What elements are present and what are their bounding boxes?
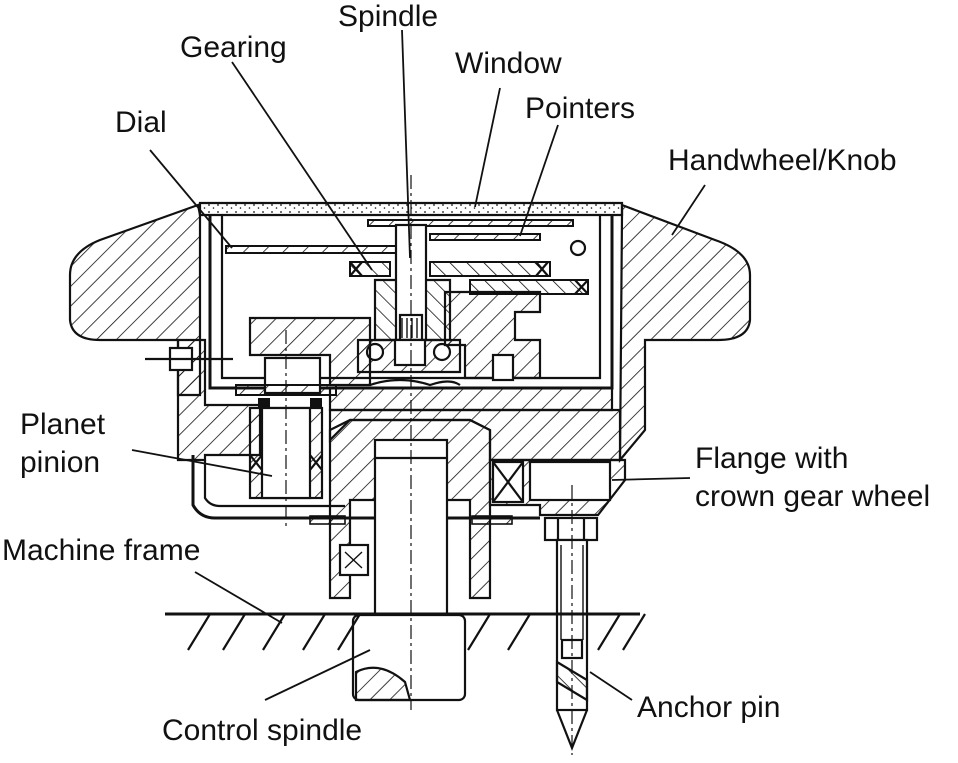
label-crown-gear: crown gear wheel <box>695 480 930 513</box>
gear-body-right <box>443 290 542 380</box>
label-flange: Flange with <box>695 442 848 475</box>
label-pinion: pinion <box>20 446 100 479</box>
label-gearing: Gearing <box>180 31 287 64</box>
base-plate <box>328 386 614 412</box>
set-screw <box>145 346 233 372</box>
handwheel-knob <box>68 203 752 464</box>
label-window: Window <box>455 47 562 80</box>
label-handwheel: Handwheel/Knob <box>668 144 897 177</box>
crown-gear-flange <box>488 458 627 517</box>
label-spindle: Spindle <box>338 0 438 33</box>
leader-lines <box>131 29 706 701</box>
label-dial: Dial <box>115 106 167 139</box>
label-pointers: Pointers <box>525 92 635 125</box>
spindle-hub <box>373 223 452 342</box>
flange-housing <box>191 455 540 520</box>
label-control-spindle: Control spindle <box>162 714 362 747</box>
label-machine-frame: Machine frame <box>2 534 200 567</box>
anchor-pin <box>543 516 599 751</box>
label-anchor-pin: Anchor pin <box>637 691 780 724</box>
gearing <box>349 261 589 295</box>
pointers <box>367 219 587 257</box>
label-planet: Planet <box>20 408 106 441</box>
machine-frame <box>165 612 646 651</box>
